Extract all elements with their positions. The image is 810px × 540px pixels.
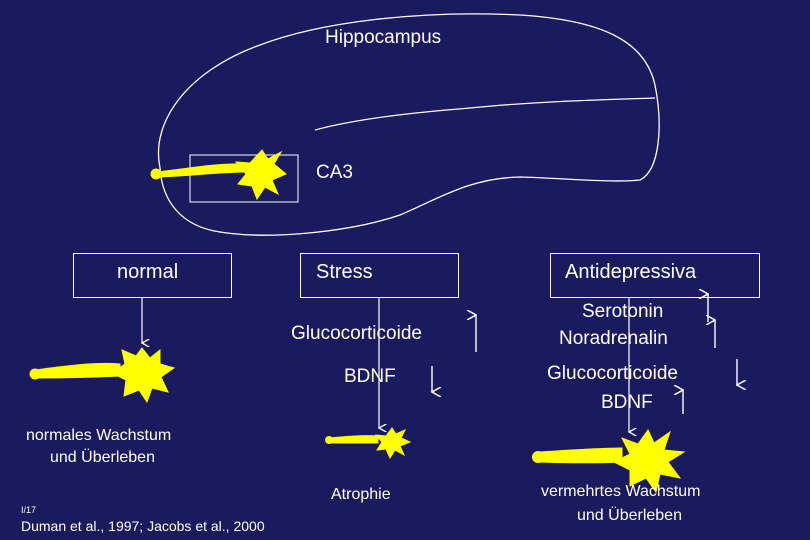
footnote-code: I/17 [21,505,37,515]
ca3-box [189,154,299,203]
hippocampus-outline [157,13,660,236]
normal-neuron [29,347,176,404]
ca3-neuron [150,149,287,201]
ad-factor-glucocorticoide: Glucocorticoide [547,363,678,384]
ad-outcome-line1: vermehrtes Wachstum [541,483,701,500]
stress-box [300,253,459,298]
normal-outcome-line2: und Überleben [50,449,155,466]
ad-factor-noradrenalin: Noradrenalin [559,328,668,349]
enhanced-neuron [532,429,686,494]
stress-factor-bdnf: BDNF [344,366,396,387]
stress-factor-glucocorticoide: Glucocorticoide [291,323,422,344]
ad-factor-bdnf: BDNF [601,392,653,413]
antidepressiva-box [550,253,760,298]
normal-box [73,253,232,298]
hippocampus-inner-line [314,97,656,131]
normal-outcome-line1: normales Wachstum [26,427,172,444]
stress-outcome-label: Atrophie [331,486,391,503]
atrophy-neuron [325,427,412,460]
stress-label: Stress [316,261,373,283]
normal-label: normal [117,261,179,283]
antidepressiva-label: Antidepressiva [565,261,697,283]
citation: Duman et al., 1997; Jacobs et al., 2000 [21,518,265,534]
ad-outcome-line2: und Überleben [577,507,682,524]
ad-factor-serotonin: Serotonin [582,301,664,322]
ca3-label: CA3 [316,162,353,183]
hippocampus-label: Hippocampus [325,27,442,48]
